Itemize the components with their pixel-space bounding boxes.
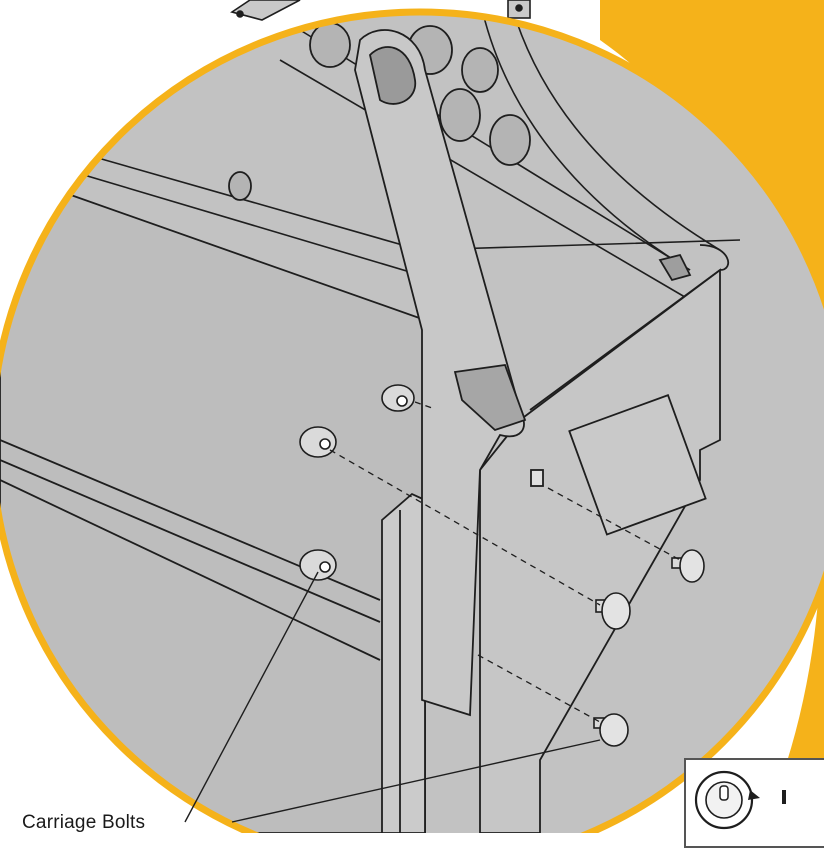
vertical-post [381, 492, 426, 833]
frame-holes [228, 22, 531, 201]
detail-circle-outline [0, 8, 824, 833]
lever-arm [354, 29, 527, 717]
side-panel [0, 168, 426, 833]
torque-inset-panel [684, 758, 824, 848]
top-bracket [230, 0, 531, 21]
torque-wrench-icon [694, 770, 786, 830]
flange-nut [381, 384, 415, 412]
carriage-bolt [671, 549, 705, 583]
flange-nut [299, 426, 337, 458]
callout-leaders [184, 571, 601, 823]
carriage-bolt [595, 592, 631, 630]
carriage-bolt [593, 713, 629, 747]
carriage-bolts-label: Carriage Bolts [22, 812, 146, 833]
alignment-lines [329, 401, 681, 723]
flange-nut [299, 549, 337, 581]
